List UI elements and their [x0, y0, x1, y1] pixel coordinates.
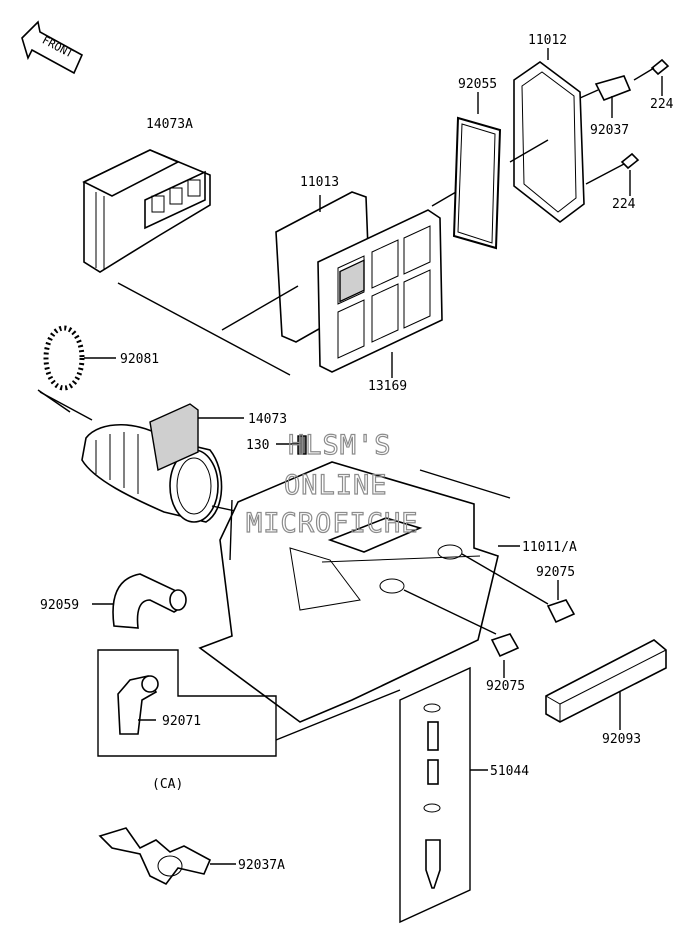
part-labels: 14073A 11013 92055 11012 224 92037 224 1…: [40, 33, 674, 873]
label-13169: 13169: [368, 379, 407, 394]
part-224-bottom: [585, 152, 640, 196]
part-92059: [92, 573, 187, 629]
part-92075-right: [546, 580, 576, 624]
part-92075-bottom: [490, 633, 520, 678]
label-224-top: 224: [650, 97, 674, 112]
part-11011A: [198, 461, 549, 723]
watermark-line1: HLSM'S: [288, 430, 392, 461]
label-92037: 92037: [590, 123, 629, 138]
part-92055: [431, 92, 502, 250]
front-arrow: FRONT: [21, 20, 84, 75]
label-92081: 92081: [120, 352, 159, 367]
label-CA: (CA): [152, 777, 183, 792]
label-92037A: 92037A: [238, 858, 285, 873]
part-92093: [545, 639, 667, 730]
part-14073: [81, 403, 244, 523]
label-14073A: 14073A: [146, 117, 193, 132]
part-92037: [579, 75, 632, 118]
label-11011A: 11011/A: [522, 540, 577, 555]
label-92075-right: 92075: [536, 565, 575, 580]
label-14073: 14073: [248, 412, 287, 427]
label-92055: 92055: [458, 77, 497, 92]
part-224-top: [633, 58, 670, 96]
part-11012: [509, 48, 585, 224]
label-92093: 92093: [602, 732, 641, 747]
part-130: [276, 435, 307, 455]
label-92059: 92059: [40, 598, 79, 613]
watermark: HLSM'S ONLINE MICROFICHE: [245, 429, 419, 539]
label-11012: 11012: [528, 33, 567, 48]
label-224-bottom: 224: [612, 197, 636, 212]
part-51044: [399, 666, 488, 924]
label-11013: 11013: [300, 175, 339, 190]
part-14073A: [82, 149, 291, 376]
part-13169: [317, 209, 443, 378]
part-92037A: [98, 827, 236, 886]
watermark-line3: MICROFICHE: [246, 508, 419, 539]
leader-lines: [39, 391, 511, 741]
label-92071: 92071: [162, 714, 201, 729]
label-92075-bottom: 92075: [486, 679, 525, 694]
label-51044: 51044: [490, 764, 529, 779]
label-130: 130: [246, 438, 269, 453]
watermark-line2: ONLINE: [284, 470, 388, 501]
part-92081: [37, 325, 116, 413]
part-92071: [97, 649, 277, 757]
